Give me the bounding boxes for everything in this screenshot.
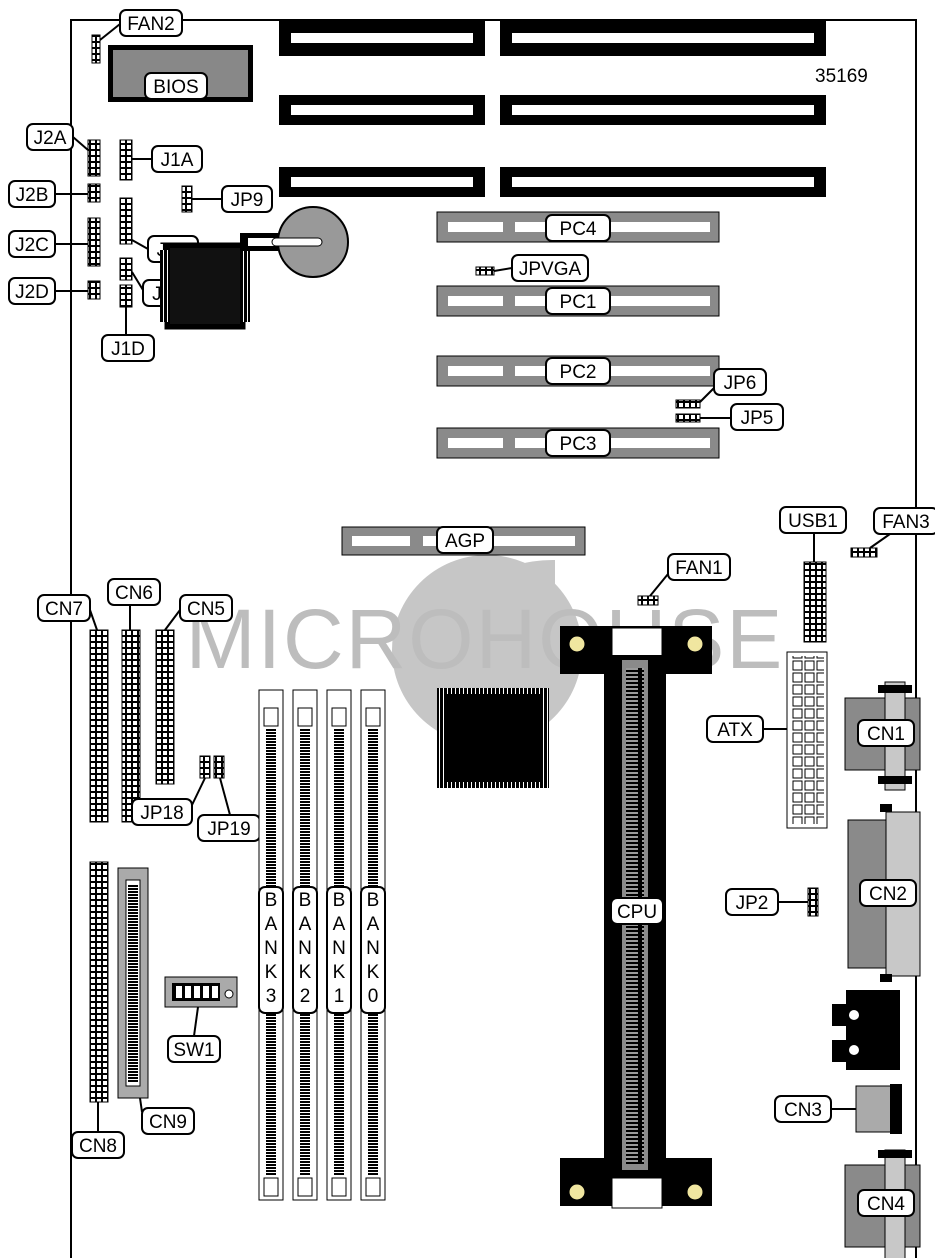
bank3-letter-3: N bbox=[264, 938, 278, 959]
j2c-label: J2C bbox=[15, 235, 49, 256]
jpvga-label: JPVGA bbox=[519, 259, 582, 280]
ps2-connectors bbox=[832, 990, 900, 1070]
isa-slots bbox=[279, 20, 826, 197]
bank0-letter-2: A bbox=[367, 914, 380, 935]
bank2-letter-4: K bbox=[299, 962, 312, 983]
atx-power-connector bbox=[786, 651, 828, 829]
sw1-dip-switch bbox=[164, 976, 238, 1008]
bank3-letter-4: K bbox=[265, 962, 278, 983]
bank-labels: B A N K 3 B A N K 2 B A N K 1 B A N K 0 bbox=[258, 886, 386, 1014]
figure-number: 35169 bbox=[815, 66, 868, 87]
pc1-label: PC1 bbox=[560, 292, 597, 313]
cn8-label: CN8 bbox=[79, 1136, 117, 1157]
jp2-jumper bbox=[807, 887, 819, 917]
atx-label: ATX bbox=[717, 720, 753, 741]
usb1-label: USB1 bbox=[788, 511, 838, 532]
fan1-label: FAN1 bbox=[675, 558, 723, 579]
fan3-header bbox=[850, 547, 878, 558]
cn6-header bbox=[121, 629, 141, 823]
cn5-label: CN5 bbox=[187, 599, 225, 620]
bank2-letter-1: B bbox=[299, 890, 312, 911]
bank3-letter-2: A bbox=[265, 914, 278, 935]
jp5-label: JP5 bbox=[741, 408, 774, 429]
fan1-header bbox=[637, 595, 659, 606]
fan2-label: FAN2 bbox=[127, 14, 175, 35]
cn6-label: CN6 bbox=[115, 583, 153, 604]
bank0-letter-5: 0 bbox=[368, 986, 379, 1007]
agp-label: AGP bbox=[445, 531, 485, 552]
cn7-label: CN7 bbox=[45, 599, 83, 620]
cn8-header bbox=[89, 861, 109, 1103]
bank0-letter-4: K bbox=[367, 962, 380, 983]
bank2-letter-3: N bbox=[298, 938, 312, 959]
jp18-label: JP18 bbox=[140, 803, 183, 824]
cpu-label: CPU bbox=[617, 902, 657, 923]
cn1-label: CN1 bbox=[867, 724, 905, 745]
bank1-letter-3: N bbox=[332, 938, 346, 959]
cn2-label: CN2 bbox=[869, 884, 907, 905]
cn7-header bbox=[89, 629, 109, 823]
jp19-jumper bbox=[213, 755, 225, 779]
bank3-letter-1: B bbox=[265, 890, 278, 911]
bank2-letter-2: A bbox=[299, 914, 312, 935]
j1a-label: J1A bbox=[161, 150, 194, 171]
jp5-jumper bbox=[675, 413, 701, 423]
bank0-letter-3: N bbox=[366, 938, 380, 959]
j2d-label: J2D bbox=[15, 282, 49, 303]
bank1-letter-4: K bbox=[333, 962, 346, 983]
bios-chip: BIOS bbox=[108, 45, 253, 102]
jp6-label: JP6 bbox=[724, 373, 757, 394]
jp9-label: JP9 bbox=[231, 190, 264, 211]
pc2-label: PC2 bbox=[560, 362, 597, 383]
j2b-label: J2B bbox=[16, 185, 49, 206]
cn4-label: CN4 bbox=[867, 1194, 905, 1215]
bios-label: BIOS bbox=[153, 77, 198, 98]
bank1-letter-2: A bbox=[333, 914, 346, 935]
j1-headers bbox=[119, 139, 193, 308]
bank0-letter-1: B bbox=[367, 890, 380, 911]
fan2-header bbox=[91, 34, 101, 64]
cn3-usb-port bbox=[855, 1084, 902, 1134]
bank1-letter-5: 1 bbox=[334, 986, 345, 1007]
j1d-label: J1D bbox=[111, 339, 145, 360]
cn9-connector bbox=[117, 867, 149, 1099]
sw1-label: SW1 bbox=[173, 1040, 214, 1061]
cn3-label: CN3 bbox=[784, 1100, 822, 1121]
usb1-header bbox=[803, 561, 827, 643]
cn5-header bbox=[155, 629, 175, 785]
pc3-label: PC3 bbox=[560, 434, 597, 455]
fan3-label: FAN3 bbox=[882, 512, 930, 533]
northbridge-chip bbox=[437, 688, 549, 788]
cn9-label: CN9 bbox=[149, 1112, 187, 1133]
bank2-letter-5: 2 bbox=[300, 986, 311, 1007]
jp18-jumper bbox=[199, 755, 211, 779]
bank1-letter-1: B bbox=[333, 890, 346, 911]
pc4-label: PC4 bbox=[560, 219, 597, 240]
battery bbox=[240, 206, 349, 278]
jp2-label: JP2 bbox=[736, 893, 769, 914]
jp6-jumper bbox=[675, 399, 701, 409]
j2a-label: J2A bbox=[34, 128, 67, 149]
bank3-letter-5: 3 bbox=[266, 986, 277, 1007]
jpvga-jumper bbox=[475, 266, 495, 276]
jp19-label: JP19 bbox=[207, 819, 250, 840]
